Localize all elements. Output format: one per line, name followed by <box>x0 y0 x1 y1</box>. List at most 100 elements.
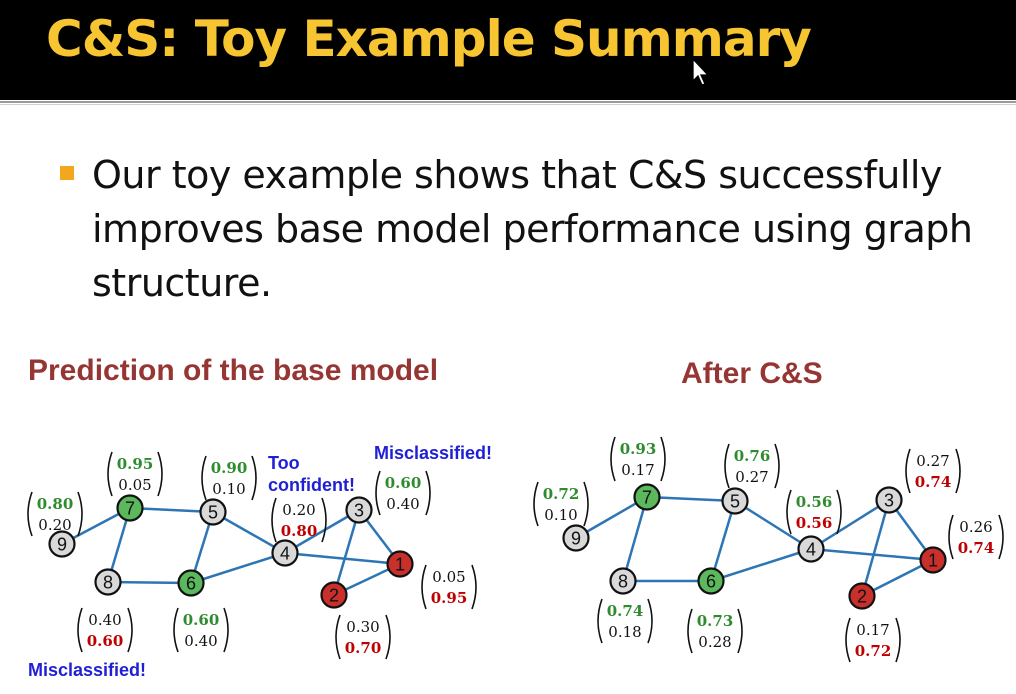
misclassified-top-note: Misclassified! <box>374 443 493 463</box>
bracket-left <box>597 598 603 644</box>
base-node-label-6: 6 <box>186 574 196 594</box>
bracket-left <box>77 607 83 653</box>
base-node-1 <box>386 550 414 578</box>
prob-top: 0.20 <box>282 501 315 519</box>
after-edge-7-8 <box>621 496 649 582</box>
after-node-6 <box>697 567 725 595</box>
bracket-left <box>687 608 693 654</box>
prob-bottom: 0.20 <box>38 516 71 534</box>
title-bar: C&S: Toy Example Summary <box>0 0 1016 100</box>
bracket-right <box>660 436 666 482</box>
bracket-left <box>271 497 277 543</box>
left-section-title: Prediction of the base model <box>28 354 439 387</box>
base-node-label-8: 8 <box>103 573 113 593</box>
prob-top: 0.60 <box>183 611 220 629</box>
prob-bottom: 0.18 <box>608 623 641 641</box>
prob-top: 0.05 <box>432 568 465 586</box>
base-prob-vector-1: 0.05 0.95 <box>421 564 477 610</box>
bracket-right <box>425 470 431 516</box>
after-prob-vector-5: 0.76 0.27 <box>724 443 780 489</box>
prob-top: 0.27 <box>916 452 949 470</box>
slide-title: C&S: Toy Example Summary <box>46 10 812 68</box>
bullet-text: Our toy example shows that C&S successfu… <box>92 153 973 305</box>
base-node-4 <box>271 539 299 567</box>
bracket-left <box>610 436 616 482</box>
bracket-right <box>251 455 257 501</box>
base-node-3 <box>345 496 373 524</box>
after-graph: 90.720.1070.930.1750.760.2740.560.5630.2… <box>533 436 1004 663</box>
bracket-right <box>895 617 901 663</box>
base-prob-vector-3: 0.600.40 <box>375 470 431 516</box>
prob-top: 0.56 <box>796 493 833 511</box>
bracket-right <box>77 491 83 537</box>
bracket-right <box>774 443 780 489</box>
after-node-label-5: 5 <box>730 492 740 512</box>
after-node-4 <box>797 535 825 563</box>
bracket-left <box>201 455 207 501</box>
prob-bottom: 0.40 <box>184 632 217 650</box>
prob-top: 0.95 <box>117 455 154 473</box>
after-prob-vector-2: 0.170.72 <box>845 617 901 663</box>
after-node-7 <box>633 483 661 511</box>
prob-bottom: 0.27 <box>735 468 768 486</box>
after-node-label-7: 7 <box>642 488 652 508</box>
bracket-right <box>955 448 961 494</box>
base-node-7 <box>116 494 144 522</box>
prob-bottom: 0.60 <box>87 632 124 650</box>
base-node-label-3: 3 <box>354 501 364 521</box>
bracket-right <box>836 489 842 535</box>
after-node-label-6: 6 <box>706 572 716 592</box>
base-prob-vector-6: 0.60 0.40 <box>173 607 229 653</box>
bracket-right <box>127 607 133 653</box>
after-node-5 <box>721 487 749 515</box>
base-node-label-5: 5 <box>208 503 218 523</box>
after-edge-9-7 <box>575 495 648 540</box>
after-node-label-8: 8 <box>618 572 628 592</box>
prob-top: 0.26 <box>959 518 992 536</box>
bracket-left <box>27 491 33 537</box>
title-divider-thin <box>0 104 1016 105</box>
bracket-left <box>173 607 179 653</box>
prob-bottom: 0.80 <box>281 522 318 540</box>
misclassified-bottom-note: Misclassified! <box>28 660 147 680</box>
bracket-right <box>647 598 653 644</box>
bracket-right <box>998 514 1004 560</box>
after-edge-5-6 <box>709 500 737 582</box>
prob-top: 0.74 <box>607 602 644 620</box>
base-node-label-1: 1 <box>395 555 405 575</box>
base-edge-5-4 <box>212 510 286 555</box>
prob-top: 0.30 <box>346 618 379 636</box>
base-edge-3-2 <box>332 509 361 596</box>
base-prob-vector-2: 0.30 0.70 <box>335 614 391 660</box>
base-node-label-9: 9 <box>57 535 67 555</box>
after-prob-vector-6: 0.730.28 <box>687 608 743 654</box>
base-node-6 <box>177 569 205 597</box>
after-node-8 <box>609 567 637 595</box>
bracket-left <box>905 448 911 494</box>
after-prob-vector-1: 0.260.74 <box>948 514 1004 560</box>
prob-bottom: 0.10 <box>544 506 577 524</box>
after-prob-vector-7: 0.930.17 <box>610 436 666 482</box>
bracket-left <box>724 443 730 489</box>
base-node-2 <box>320 581 348 609</box>
base-node-5 <box>199 498 227 526</box>
bracket-left <box>335 614 341 660</box>
prob-bottom: 0.56 <box>796 514 833 532</box>
bracket-left <box>375 470 381 516</box>
bracket-left <box>786 489 792 535</box>
prob-top: 0.76 <box>734 447 771 465</box>
prob-top: 0.72 <box>543 485 580 503</box>
prob-bottom: 0.17 <box>621 461 654 479</box>
bracket-right <box>737 608 743 654</box>
bullet-icon <box>60 166 74 180</box>
bracket-left <box>845 617 851 663</box>
prob-bottom: 0.70 <box>345 639 382 657</box>
after-node-label-3: 3 <box>884 491 894 511</box>
after-node-label-4: 4 <box>806 540 816 560</box>
prob-top: 0.60 <box>385 474 422 492</box>
prob-bottom: 0.95 <box>431 589 468 607</box>
after-edge-7-5 <box>646 495 736 503</box>
after-prob-vector-8: 0.74 0.18 <box>597 598 653 644</box>
